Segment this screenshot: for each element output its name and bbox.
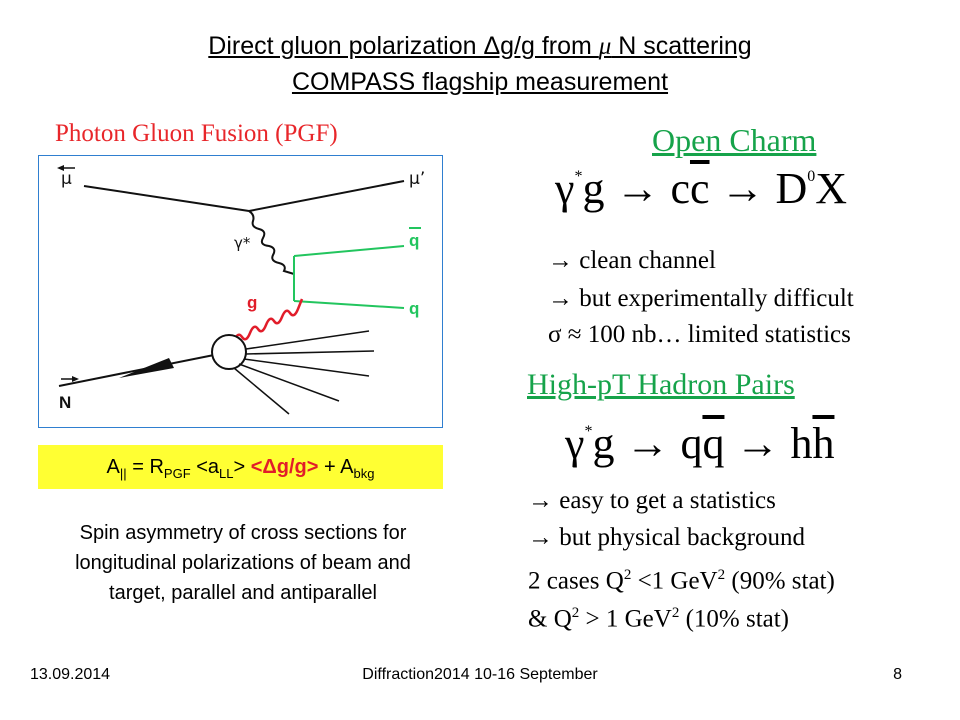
spin-asymmetry-description: Spin asymmetry of cross sections for lon…: [75, 522, 411, 604]
open-charm-bullet-1: → clean channel: [548, 247, 716, 274]
gluon-coil: [232, 298, 304, 342]
g-label: g: [247, 293, 257, 312]
incoming-muon-line: [83, 185, 250, 212]
asymmetry-formula-box: A|| = RPGF <aLL> <Δg/g> + Abkg: [38, 445, 443, 489]
pgf-heading: Photon Gluon Fusion (PGF): [55, 120, 338, 147]
open-charm-bullet-3: σ ≈ 100 nb… limited statistics: [548, 321, 851, 348]
high-pt-formula: γ*g → qq → hh: [565, 419, 835, 468]
title-line1-suffix: N scattering: [611, 32, 752, 60]
qbar-label: q: [409, 231, 419, 250]
quark-line: [293, 300, 405, 309]
nucleon-blob: [211, 334, 247, 370]
pgf-diagram-frame: μ μ’ γ* q q g N: [38, 155, 443, 428]
open-charm-heading: Open Charm: [652, 122, 817, 158]
slide-subtitle: COMPASS flagship measurement: [291, 68, 669, 96]
high-pt-bullet-1: → easy to get a statistics: [528, 487, 776, 514]
title-mu-symbol: μ: [598, 33, 612, 60]
virtual-photon-line: [248, 210, 295, 275]
gamma-star-label: γ*: [234, 234, 251, 252]
q-label: q: [409, 299, 419, 318]
delta-g-over-g: <Δg/g>: [250, 456, 319, 478]
pgf-feynman-diagram: μ μ’ γ* q q g N: [57, 165, 425, 415]
high-pt-case-2: & Q2 > 1 GeV2 (10% stat): [528, 605, 790, 633]
title-line1-text: Direct gluon polarization Δg/g from: [208, 32, 599, 60]
N-label: N: [59, 393, 71, 412]
footer-page-number: 8: [893, 666, 902, 683]
footer-date: 13.09.2014: [30, 666, 111, 683]
high-pt-bullet-2: → but physical background: [528, 524, 806, 551]
antiquark-line: [293, 245, 405, 257]
mu-prime-label: μ’: [409, 169, 425, 189]
high-pt-heading: High-pT Hadron Pairs: [527, 368, 795, 401]
outgoing-muon-line: [248, 180, 405, 212]
footer-event: Diffraction2014 10-16 September: [362, 666, 598, 683]
slide-title: Direct gluon polarization Δg/g from μ N …: [0, 30, 960, 63]
open-charm-bullet-2: → but experimentally difficult: [548, 285, 854, 312]
mu-label: μ: [61, 169, 72, 189]
open-charm-formula: γ*g → cc → D0X: [555, 164, 848, 213]
high-pt-case-1: 2 cases Q2 <1 GeV2 (90% stat): [528, 567, 835, 595]
